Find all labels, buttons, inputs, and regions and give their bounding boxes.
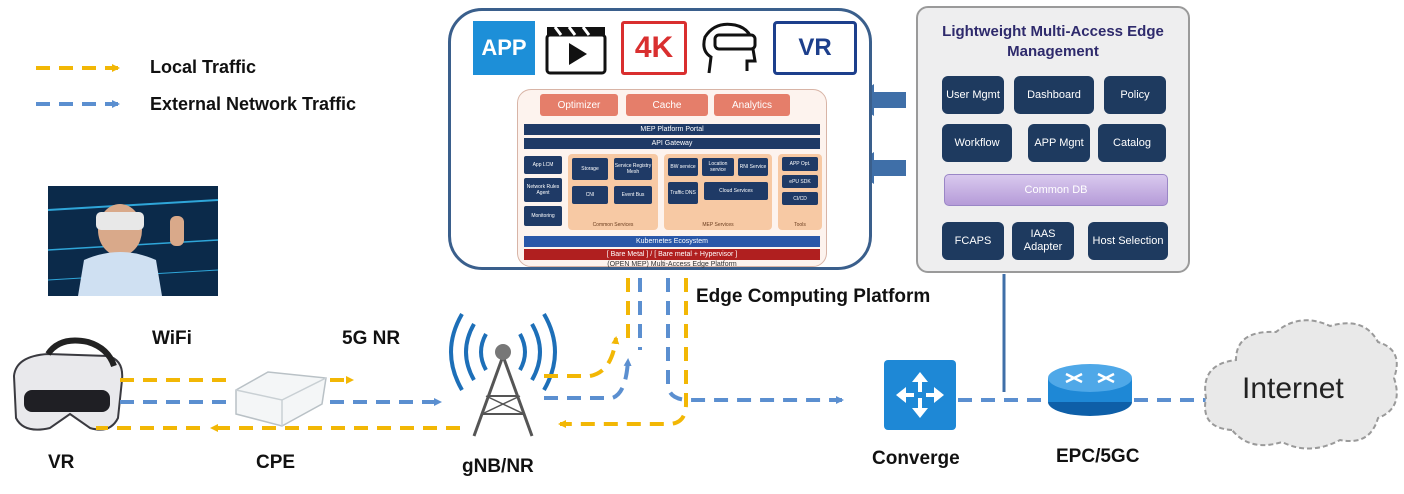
optimizer-service: Optimizer	[540, 94, 618, 116]
mep-platform-name: (OPEN MEP) Multi-Access Edge Platform	[607, 261, 737, 268]
host-selection-module: Host Selection	[1088, 222, 1168, 260]
vr-badge-icon: VR	[773, 21, 857, 75]
wifi-label: WiFi	[152, 328, 192, 349]
vr-headset-head-icon	[695, 21, 761, 75]
cpe-router-icon	[235, 371, 327, 427]
local-traffic-gnb-to-edge	[544, 336, 620, 378]
monitoring-box: Monitoring	[524, 206, 562, 226]
tools-label: Tools	[794, 222, 806, 228]
iaas-adapter-module: IAAS Adapter	[1012, 222, 1074, 260]
gnb-tower-icon	[449, 312, 557, 437]
storage-box: Storage	[572, 158, 608, 180]
policy-module: Policy	[1104, 76, 1166, 114]
kubernetes-bar: Kubernetes Ecosystem	[524, 236, 820, 247]
cache-service: Cache	[626, 94, 708, 116]
fcaps-module: FCAPS	[942, 222, 1004, 260]
bare-metal-bar: [ Bare Metal ] / [ Bare metal + Hypervis…	[524, 249, 820, 260]
common-db-bar: Common DB	[944, 174, 1168, 206]
edge-management-panel: Lightweight Multi-Access Edge Management…	[916, 6, 1190, 273]
converge-label: Converge	[872, 448, 960, 469]
analytics-service: Analytics	[714, 94, 790, 116]
dashboard-module: Dashboard	[1014, 76, 1094, 114]
location-service-box: Location service	[702, 158, 734, 176]
video-clapper-icon	[543, 21, 609, 75]
mep-services-label: MEP Services	[702, 222, 734, 228]
mep-portal-bar: MEP Platform Portal	[524, 124, 820, 135]
epc-label: EPC/5GC	[1056, 446, 1140, 467]
service-registry-box: Service Registry Mesh	[614, 158, 652, 180]
local-traffic-edge-return	[558, 278, 688, 428]
tools-group: APP Opt. ePU SDK CI/CD Tools	[778, 154, 822, 230]
ci-cd-box: CI/CD	[782, 192, 818, 205]
nr-label: 5G NR	[342, 328, 401, 349]
app-lcm-box: App LCM	[524, 156, 562, 174]
internet-label: Internet	[1242, 372, 1344, 405]
internet-cloud-icon	[1204, 319, 1398, 450]
cloud-services-box: Cloud Services	[704, 182, 768, 200]
rni-service-box: RNI Service	[738, 158, 768, 176]
app-opt-box: APP Opt.	[782, 157, 818, 171]
external-traffic-gnb-to-edge	[544, 358, 632, 400]
cni-box: CNI	[572, 186, 608, 204]
app-mgnt-module: APP Mgnt	[1028, 124, 1090, 162]
mep-services-group: BW service Location service RNI Service …	[664, 154, 772, 230]
epc-router-icon	[1048, 364, 1132, 416]
vr-headset-icon	[12, 337, 124, 431]
network-rules-agent-box: Network Rules Agent	[524, 178, 562, 202]
external-traffic-edge-to-converge	[666, 278, 844, 404]
management-title: Lightweight Multi-Access Edge Management	[942, 23, 1164, 60]
legend-local-label: Local Traffic	[150, 57, 257, 77]
catalog-module: Catalog	[1098, 124, 1166, 162]
user-mgmt-module: User Mgmt	[942, 76, 1004, 114]
4k-icon: 4K	[621, 21, 687, 75]
edge-platform-panel: APP 4K VR Optimizer Cache Analytics MEP …	[448, 8, 872, 270]
bw-service-box: BW service	[668, 158, 698, 176]
mep-platform-box: Optimizer Cache Analytics MEP Platform P…	[517, 89, 827, 268]
app-icon: APP	[473, 21, 535, 75]
vr-label: VR	[48, 452, 75, 473]
cpe-label: CPE	[256, 452, 296, 473]
workflow-module: Workflow	[942, 124, 1012, 162]
common-services-label: Common Services	[592, 222, 634, 228]
common-services-group: Storage Service Registry Mesh CNI Event …	[568, 154, 658, 230]
epu-sdk-box: ePU SDK	[782, 175, 818, 188]
vr-user-photo	[47, 186, 219, 296]
legend-external-label: External Network Traffic	[150, 94, 357, 114]
gnb-label: gNB/NR	[462, 456, 534, 477]
event-bus-box: Event Bus	[614, 186, 652, 204]
api-gateway-bar: API Gateway	[524, 138, 820, 149]
traffic-dns-box: Traffic DNS	[668, 182, 698, 204]
converge-switch-icon	[884, 360, 956, 430]
edge-platform-label: Edge Computing Platform	[696, 286, 931, 307]
